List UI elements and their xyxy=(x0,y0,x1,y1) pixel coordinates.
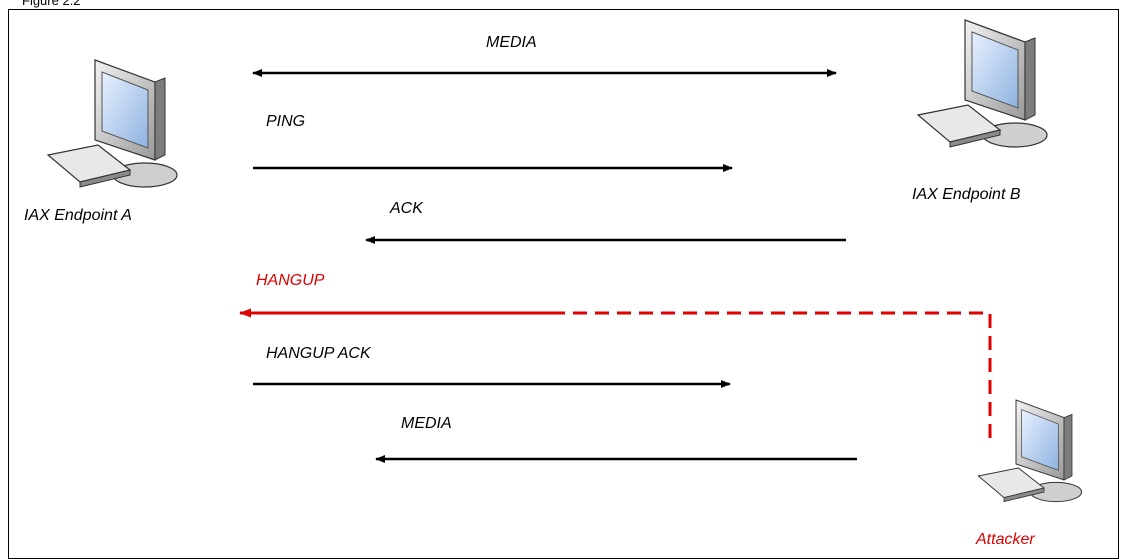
message-label-ack: ACK xyxy=(390,200,423,217)
endpoint-b-label: IAX Endpoint B xyxy=(912,186,1021,203)
message-label-hangup-ack: HANGUP ACK xyxy=(266,345,371,362)
message-label-ping: PING xyxy=(266,113,306,130)
computer-icon-endpoint-a xyxy=(46,59,178,188)
endpoint-a-label: IAX Endpoint A xyxy=(24,207,132,224)
attacker-path-dashed xyxy=(565,311,992,438)
computer-icon-endpoint-b xyxy=(916,19,1048,148)
message-label-media-bottom: MEDIA xyxy=(401,415,452,432)
message-label-hangup: HANGUP xyxy=(256,272,325,289)
attacker-label: Attacker xyxy=(976,531,1035,548)
figure-caption: Figure 2.2 xyxy=(22,0,81,8)
computer-icon-attacker xyxy=(977,399,1083,503)
message-label-media-top: MEDIA xyxy=(486,34,537,51)
